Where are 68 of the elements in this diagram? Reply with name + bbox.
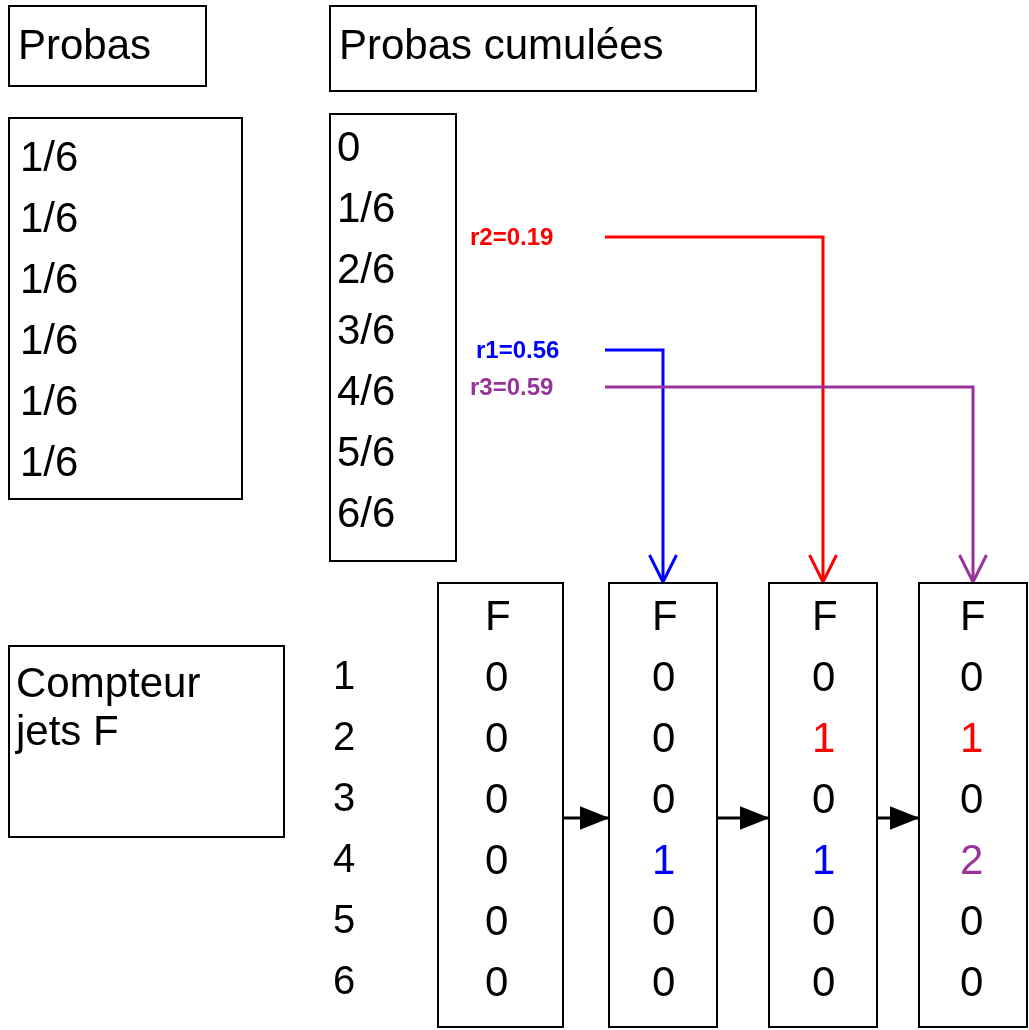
counter-value: 0 xyxy=(960,897,984,945)
counter-column xyxy=(918,582,1028,1028)
arrow xyxy=(718,806,770,830)
probability-value: 1/6 xyxy=(20,377,79,425)
row-number: 4 xyxy=(333,835,356,882)
value-label: r3=0.59 xyxy=(470,372,605,402)
counter-value: 1 xyxy=(812,836,836,884)
counter-value: 0 xyxy=(812,653,836,701)
counter-value: 0 xyxy=(485,836,509,884)
probability-value: 1/6 xyxy=(20,316,79,364)
counter-column xyxy=(608,582,718,1028)
title-box xyxy=(329,5,757,92)
probability-value: 5/6 xyxy=(337,428,396,476)
value-label: r1=0.56 xyxy=(476,335,605,365)
row-number: 2 xyxy=(333,713,356,760)
counter-value: 0 xyxy=(960,958,984,1006)
list-box xyxy=(329,113,457,562)
probability-value: 1/6 xyxy=(20,194,79,242)
counter-column xyxy=(437,582,564,1028)
probability-value: 6/6 xyxy=(337,489,396,537)
box-title: Probas cumulées xyxy=(339,21,664,69)
row-number: 1 xyxy=(333,652,356,699)
counter-value: 0 xyxy=(812,775,836,823)
counter-value: 0 xyxy=(652,958,676,1006)
probability-value: 3/6 xyxy=(337,306,396,354)
counter-value: 1 xyxy=(812,714,836,762)
probability-value: 0 xyxy=(337,123,361,171)
probability-value: 2/6 xyxy=(337,245,396,293)
column-header: F xyxy=(652,592,678,640)
probability-value: 1/6 xyxy=(20,255,79,303)
counter-value: 1 xyxy=(960,714,984,762)
counter-value: 0 xyxy=(485,897,509,945)
arrow xyxy=(878,806,920,830)
value-label: r2=0.19 xyxy=(470,222,605,252)
counter-value: 0 xyxy=(652,897,676,945)
row-number: 5 xyxy=(333,896,356,943)
counter-value: 0 xyxy=(812,958,836,1006)
counter-value: 0 xyxy=(485,958,509,1006)
counter-value: 1 xyxy=(652,836,676,884)
title-box xyxy=(8,645,285,838)
row-number: 3 xyxy=(333,774,356,821)
probability-value: 4/6 xyxy=(337,367,396,415)
counter-value: 0 xyxy=(485,714,509,762)
counter-column xyxy=(768,582,878,1028)
arrow xyxy=(605,348,678,584)
title-box xyxy=(8,5,207,87)
box-title: Probas xyxy=(18,21,152,69)
counter-value: 0 xyxy=(812,897,836,945)
column-header: F xyxy=(960,592,986,640)
arrow xyxy=(605,235,838,584)
probability-value: 1/6 xyxy=(337,184,396,232)
column-header: F xyxy=(812,592,838,640)
counter-value: 0 xyxy=(485,653,509,701)
column-header: F xyxy=(485,592,511,640)
counter-value: 0 xyxy=(485,775,509,823)
counter-value: 2 xyxy=(960,836,984,884)
list-box xyxy=(8,117,243,500)
probability-value: 1/6 xyxy=(20,133,79,181)
counter-value: 0 xyxy=(652,775,676,823)
counter-value: 0 xyxy=(960,775,984,823)
counter-value: 0 xyxy=(652,653,676,701)
counter-value: 0 xyxy=(652,714,676,762)
box-title: Compteur jets F xyxy=(16,659,202,755)
probability-value: 1/6 xyxy=(20,438,79,486)
arrow xyxy=(564,806,610,830)
row-number: 6 xyxy=(333,957,356,1004)
counter-value: 0 xyxy=(960,653,984,701)
arrow xyxy=(605,385,988,584)
